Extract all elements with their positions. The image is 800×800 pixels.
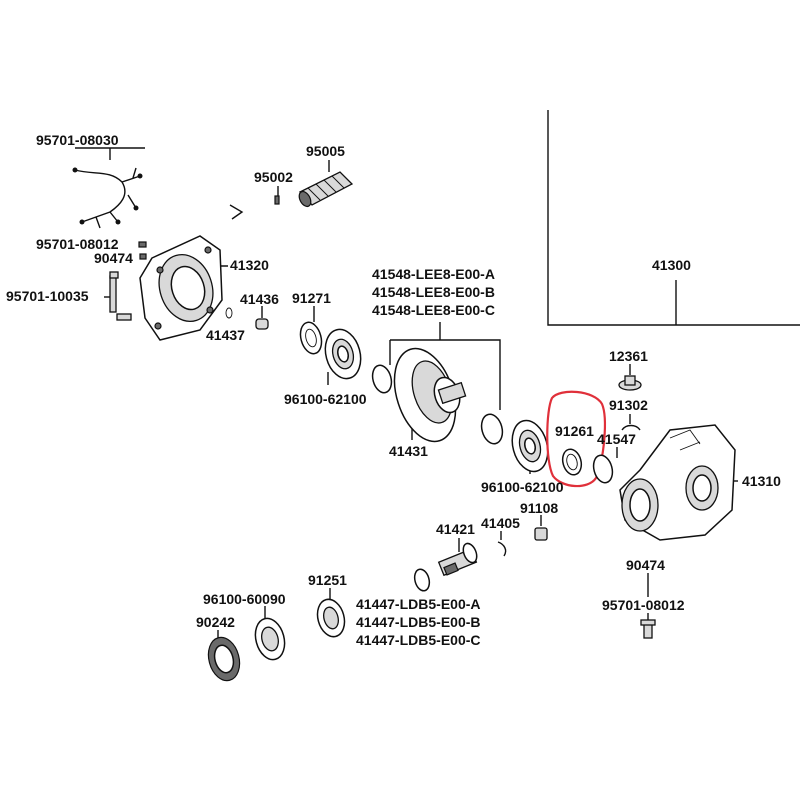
label-91271: 91271 bbox=[292, 290, 331, 306]
label-96100-62100-top: 96100-62100 bbox=[284, 391, 367, 407]
label-12361: 12361 bbox=[609, 348, 648, 364]
bearing-91251-part bbox=[316, 598, 346, 638]
o-ring-41547-part bbox=[592, 454, 614, 484]
label-90474-right: 90474 bbox=[626, 557, 665, 573]
clip-41405-part bbox=[497, 541, 507, 557]
right-bolt-part bbox=[640, 619, 656, 639]
ring-gear-part bbox=[393, 347, 467, 443]
label-41447-b: 41447-LDB5-E00-B bbox=[356, 614, 481, 630]
shim-left-part bbox=[371, 364, 393, 394]
label-41431: 41431 bbox=[389, 443, 428, 459]
label-95701-08012-right: 95701-08012 bbox=[602, 597, 685, 613]
label-95701-10035: 95701-10035 bbox=[6, 288, 89, 304]
label-91302: 91302 bbox=[609, 397, 648, 413]
gear-case-part bbox=[619, 424, 736, 541]
label-90242: 90242 bbox=[196, 614, 235, 630]
labels: 95701-08030 95005 95002 95701-08012 9047… bbox=[6, 132, 781, 648]
label-41547: 41547 bbox=[597, 431, 636, 447]
label-95005: 95005 bbox=[306, 143, 345, 159]
seal-90242-part bbox=[207, 636, 241, 682]
label-41548-a: 41548-LEE8-E00-A bbox=[372, 266, 495, 282]
label-41300: 41300 bbox=[652, 257, 691, 273]
label-41436: 41436 bbox=[240, 291, 279, 307]
boot-part bbox=[298, 171, 354, 208]
bearing-bottom-part bbox=[511, 419, 549, 473]
cap-12361-part bbox=[618, 375, 642, 391]
seal-91271-part bbox=[299, 321, 323, 355]
wire-harness-part bbox=[72, 167, 143, 229]
washer-41437-part bbox=[225, 307, 233, 319]
label-91108: 91108 bbox=[520, 500, 558, 516]
clip-91302-part bbox=[621, 424, 641, 431]
small-bolt-left-part bbox=[138, 241, 147, 260]
nut-91108-part bbox=[534, 527, 548, 541]
label-96100-60090: 96100-60090 bbox=[203, 591, 286, 607]
label-90474-left: 90474 bbox=[94, 250, 133, 266]
shim-right-part bbox=[480, 413, 504, 445]
label-41421: 41421 bbox=[436, 521, 475, 537]
cover-housing-part bbox=[139, 235, 223, 341]
shim-41447-part bbox=[413, 568, 431, 592]
label-41447-a: 41447-LDB5-E00-A bbox=[356, 596, 481, 612]
label-91251: 91251 bbox=[308, 572, 347, 588]
pinion-shaft-part bbox=[437, 542, 478, 577]
seal-91261-part bbox=[561, 448, 583, 476]
label-95002: 95002 bbox=[254, 169, 293, 185]
label-95701-08030: 95701-08030 bbox=[36, 132, 119, 148]
label-91261: 91261 bbox=[555, 423, 594, 439]
bearing-top-part bbox=[324, 328, 362, 380]
label-41320: 41320 bbox=[230, 257, 269, 273]
label-95701-08012-left: 95701-08012 bbox=[36, 236, 119, 252]
label-41548-b: 41548-LEE8-E00-B bbox=[372, 284, 495, 300]
label-41447-c: 41447-LDB5-E00-C bbox=[356, 632, 481, 648]
label-41310: 41310 bbox=[742, 473, 781, 489]
leader-lines bbox=[75, 110, 800, 642]
small-bolt-part bbox=[274, 195, 280, 205]
label-41437: 41437 bbox=[206, 327, 245, 343]
clip-part bbox=[229, 204, 244, 220]
cap-41436-part bbox=[255, 318, 269, 330]
long-bolts-part bbox=[109, 271, 132, 321]
label-41548-c: 41548-LEE8-E00-C bbox=[372, 302, 495, 318]
label-41405: 41405 bbox=[481, 515, 520, 531]
highlight-circle bbox=[546, 390, 606, 488]
bearing-60090-part bbox=[254, 617, 286, 661]
label-96100-62100-bottom: 96100-62100 bbox=[481, 479, 564, 495]
